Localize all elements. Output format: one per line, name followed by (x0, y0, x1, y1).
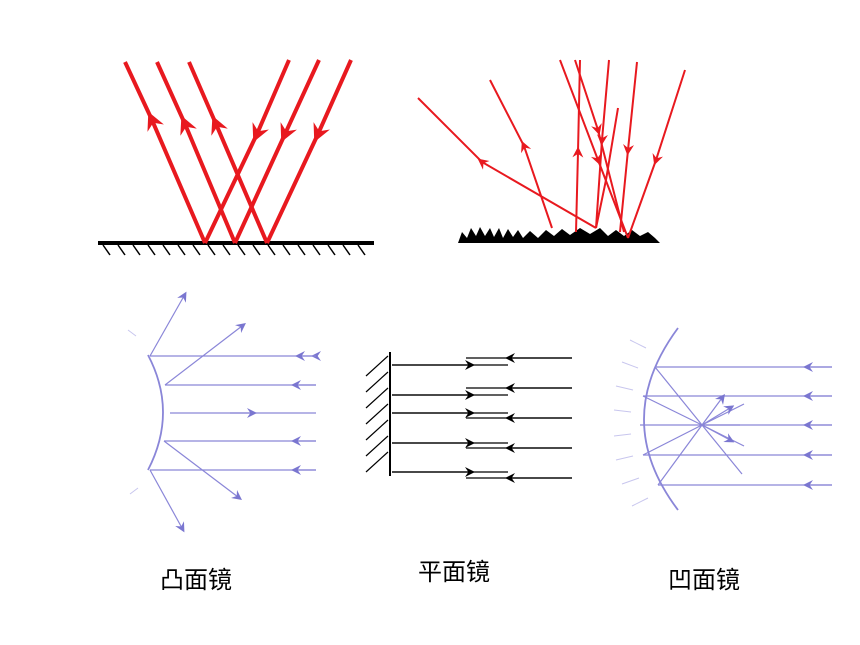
surface-hatching (102, 244, 366, 256)
reflected-ray (417, 97, 597, 229)
reflected-ray (595, 107, 619, 229)
concave-mirror-panel (613, 327, 832, 511)
plane-incident-rays (466, 353, 572, 483)
plane-mirror-panel (365, 352, 572, 483)
convex-mirror-panel (127, 291, 321, 533)
reflected-rays (123, 61, 269, 244)
caption-convex-mirror: 凸面镜 (160, 566, 232, 594)
incident-ray (203, 59, 291, 244)
concave-mirror (643, 327, 679, 511)
incident-ray (619, 61, 638, 233)
reflected-ray (155, 61, 237, 244)
diffuse-reflection-panel (417, 59, 686, 243)
incident-ray (574, 59, 625, 233)
rough-surface (458, 227, 660, 243)
specular-reflection-panel (98, 59, 374, 256)
plane-reflected-rays (392, 360, 508, 477)
convex-mirror (147, 354, 164, 471)
caption-concave-mirror: 凹面镜 (668, 566, 740, 594)
reflected-ray (489, 79, 553, 229)
caption-plane-mirror: 平面镜 (418, 558, 490, 586)
concave-incident-rays (640, 362, 832, 490)
incident-ray (595, 59, 610, 229)
reflected-ray (187, 61, 269, 244)
convex-reflected-rays (149, 291, 246, 533)
incident-ray (627, 69, 686, 239)
concave-reflected-rays (642, 366, 745, 486)
incident-ray (265, 59, 353, 244)
reflected-ray (123, 61, 207, 244)
concave-hatching (613, 339, 649, 507)
convex-incident-rays (150, 351, 321, 475)
diffuse-rays (417, 59, 686, 239)
convex-hatching (127, 329, 139, 495)
reflected-ray (572, 59, 584, 233)
plane-mirror-hatching (365, 355, 389, 473)
